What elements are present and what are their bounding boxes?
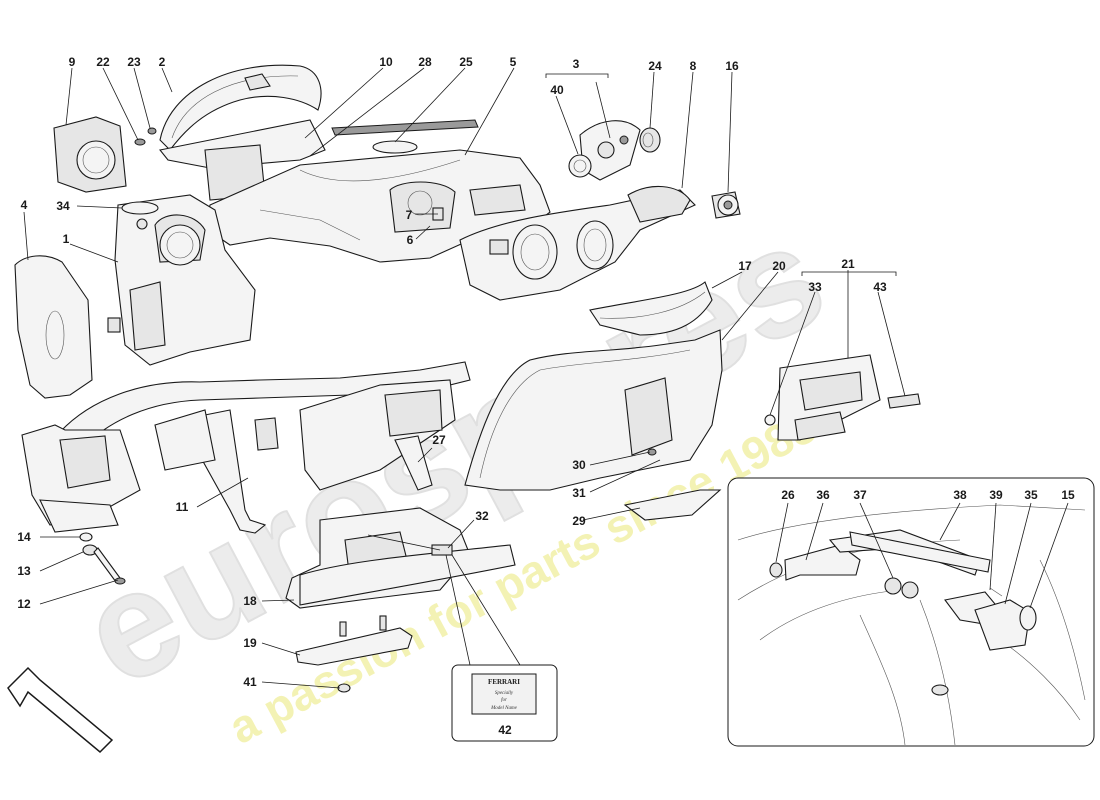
part-1-left-bracket <box>107 194 256 366</box>
callout-26: 26 <box>781 488 795 502</box>
front-direction-arrow <box>7 666 114 754</box>
callout-22: 22 <box>96 55 110 69</box>
callout-4: 4 <box>21 198 28 212</box>
callout-30: 30 <box>572 458 586 472</box>
callout-18: 18 <box>243 594 257 608</box>
callout-25: 25 <box>459 55 473 69</box>
part-3-vent-panel <box>579 120 641 181</box>
part-16-vent-nozzle <box>711 191 741 219</box>
inset-vehicle-view <box>727 477 1095 747</box>
plaque-line-1: Specially <box>495 691 514 696</box>
callout-17: 17 <box>738 259 752 273</box>
part-20-lower-dash-trim <box>464 329 723 491</box>
callout-39: 39 <box>989 488 1003 502</box>
part-42-plaque-box: FERRARI Specially for Model Name <box>451 664 558 742</box>
part-18-lower-trim <box>285 507 516 609</box>
callout-36: 36 <box>816 488 830 502</box>
callout-21: 21 <box>841 257 855 271</box>
part-dashboard-carrier <box>204 149 551 263</box>
callout-3: 3 <box>573 57 580 71</box>
callout-2: 2 <box>159 55 166 69</box>
callout-6: 6 <box>407 233 414 247</box>
callout-28: 28 <box>418 55 432 69</box>
callout-12: 12 <box>17 597 31 611</box>
callout-40: 40 <box>550 83 564 97</box>
part-4-left-end-panel <box>14 255 93 399</box>
callout-37: 37 <box>853 488 867 502</box>
part-14-washer <box>79 532 93 542</box>
part-9-vent-bezel <box>53 116 127 193</box>
part-24-knob <box>639 127 661 153</box>
part-22-23-screws <box>134 127 157 146</box>
callout-16: 16 <box>725 59 739 73</box>
part-17-shroud <box>589 281 713 336</box>
callout-41: 41 <box>243 675 257 689</box>
part-12-bolt <box>93 547 126 585</box>
part-43-label <box>887 393 921 409</box>
callout-43: 43 <box>873 280 887 294</box>
callout-13: 13 <box>17 564 31 578</box>
callout-29: 29 <box>572 514 586 528</box>
callout-8: 8 <box>690 59 697 73</box>
callout-5: 5 <box>510 55 517 69</box>
part-5-defrost-strip <box>331 119 479 136</box>
callout-9: 9 <box>69 55 76 69</box>
callout-31: 31 <box>572 486 586 500</box>
callout-labels: 9 22 23 2 10 28 25 5 3 40 24 8 16 4 34 1… <box>17 55 1075 737</box>
callout-33: 33 <box>808 280 822 294</box>
part-2-cluster-hood <box>159 64 322 151</box>
callout-10: 10 <box>379 55 393 69</box>
callout-23: 23 <box>127 55 141 69</box>
part-25-speaker-cap <box>372 140 418 154</box>
part-left-lower-bracket <box>21 424 141 533</box>
callout-35: 35 <box>1024 488 1038 502</box>
callout-14: 14 <box>17 530 31 544</box>
callout-42: 42 <box>498 723 512 737</box>
callout-27: 27 <box>432 433 446 447</box>
callout-15: 15 <box>1061 488 1075 502</box>
part-8-center-console-upper <box>459 185 696 301</box>
callout-20: 20 <box>772 259 786 273</box>
plaque-line-2: for <box>501 698 507 703</box>
part-34-round-vent <box>121 201 159 215</box>
part-21-glovebox <box>764 354 881 441</box>
callout-34: 34 <box>56 199 70 213</box>
plaque-logo: FERRARI <box>488 678 520 686</box>
part-11-cross-car-beam <box>59 361 471 534</box>
callout-1: 1 <box>63 232 70 246</box>
leader-lines <box>23 67 1069 689</box>
part-10-instrument-housing <box>159 119 326 201</box>
callout-19: 19 <box>243 636 257 650</box>
part-27-bracket <box>394 435 433 491</box>
part-19-trim-strip <box>295 615 413 666</box>
callout-7: 7 <box>406 208 413 222</box>
plaque-line-3: Model Name <box>490 706 517 711</box>
callout-24: 24 <box>648 59 662 73</box>
part-32-label <box>431 544 453 556</box>
part-40-vent-ring <box>568 154 592 178</box>
callout-11: 11 <box>176 500 189 514</box>
callout-32: 32 <box>475 509 489 523</box>
callout-38: 38 <box>953 488 967 502</box>
part-29-bottom-tray <box>623 489 722 521</box>
